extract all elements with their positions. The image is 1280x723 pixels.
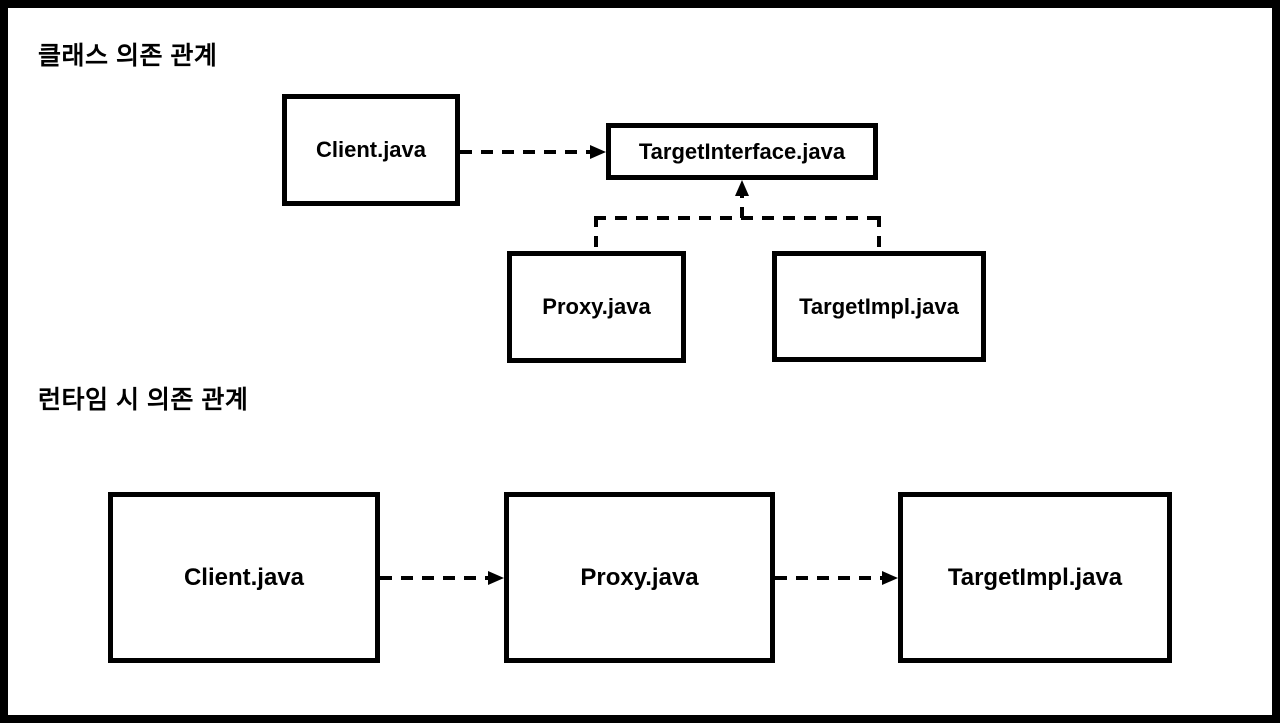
node-label-targetinterface-class: TargetInterface.java bbox=[638, 138, 846, 164]
node-label-targetimpl-class: TargetImpl.java bbox=[799, 293, 959, 319]
section-title-class-dependency: 클래스 의존 관계 bbox=[38, 42, 218, 70]
node-label-client-class: Client.java bbox=[315, 137, 427, 162]
node-box-targetimpl-runtime[interactable]: TargetImpl.java bbox=[898, 492, 1172, 663]
node-box-client-class[interactable]: Client.java bbox=[282, 94, 460, 206]
node-box-targetinterface-class[interactable]: TargetInterface.java bbox=[606, 123, 878, 180]
node-box-proxy-runtime[interactable]: Proxy.java bbox=[504, 492, 775, 663]
node-label-proxy-class: Proxy.java bbox=[542, 294, 651, 319]
node-box-client-runtime[interactable]: Client.java bbox=[108, 492, 380, 663]
section-title-runtime-dependency: 런타임 시 의존 관계 bbox=[38, 386, 249, 414]
node-box-targetimpl-class[interactable]: TargetImpl.java bbox=[772, 251, 986, 362]
node-label-proxy-runtime: Proxy.java bbox=[580, 563, 699, 591]
node-label-client-runtime: Client.java bbox=[183, 563, 305, 591]
node-box-proxy-class[interactable]: Proxy.java bbox=[507, 251, 686, 363]
node-label-targetimpl-runtime: TargetImpl.java bbox=[947, 563, 1123, 591]
